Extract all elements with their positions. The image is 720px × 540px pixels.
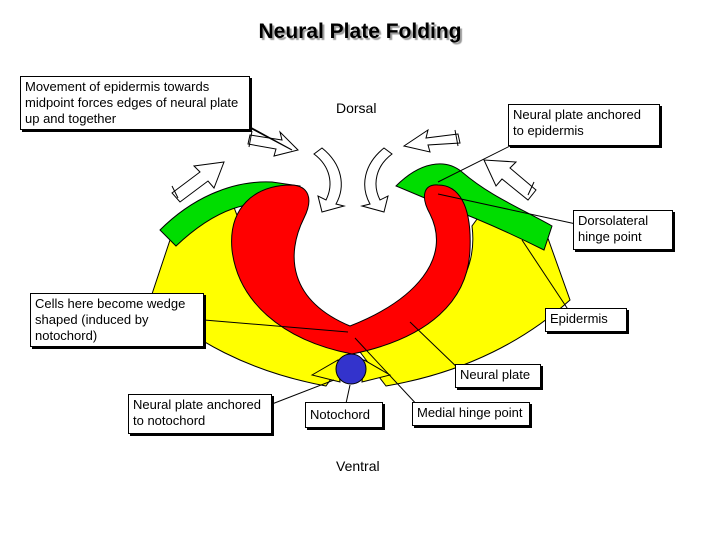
ventral-label: Ventral <box>336 458 380 474</box>
arrow-tail-mark-ur <box>454 129 459 147</box>
callout-notochord: Notochord <box>305 402 383 428</box>
callout-epidermis: Epidermis <box>545 308 627 332</box>
callout-wedge: Cells here become wedge shaped (induced … <box>30 293 204 347</box>
leader-anchored-notochord <box>271 379 335 405</box>
leader-epidermis <box>521 239 576 321</box>
arrow-tail-mark-ll <box>171 185 179 199</box>
arrow-curved-left <box>313 147 346 213</box>
arrow-tail-mark-lr <box>527 181 535 196</box>
leader-anchored-epidermis <box>437 145 511 183</box>
arrow-upper-left <box>247 130 299 157</box>
leader-movement <box>249 127 293 151</box>
callout-anchored-notochord: Neural plate anchored to notochord <box>128 394 272 434</box>
callout-medial-hinge: Medial hinge point <box>412 402 530 426</box>
arrow-tail-mark-ul <box>248 130 253 148</box>
arrow-lower-right <box>483 159 537 201</box>
leader-dorsolateral <box>437 193 577 225</box>
arrow-curved-right <box>360 147 393 213</box>
page-title: Neural Plate Folding <box>258 20 462 43</box>
dorsal-label: Dorsal <box>336 100 377 116</box>
leader-medial-hinge <box>354 337 421 409</box>
arrow-upper-right <box>402 128 461 153</box>
callout-movement: Movement of epidermis towards midpoint f… <box>20 76 250 130</box>
neural-plate-shape <box>231 184 471 355</box>
leader-wedge <box>203 319 349 333</box>
notochord-circle <box>335 353 367 385</box>
callout-neural-plate: Neural plate <box>455 364 541 388</box>
leader-neural-plate <box>409 321 463 373</box>
callout-anchored-epidermis: Neural plate anchored to epidermis <box>508 104 660 146</box>
callout-dorsolateral-hinge: Dorsolateral hinge point <box>573 210 673 250</box>
arrow-lower-left <box>171 161 225 203</box>
